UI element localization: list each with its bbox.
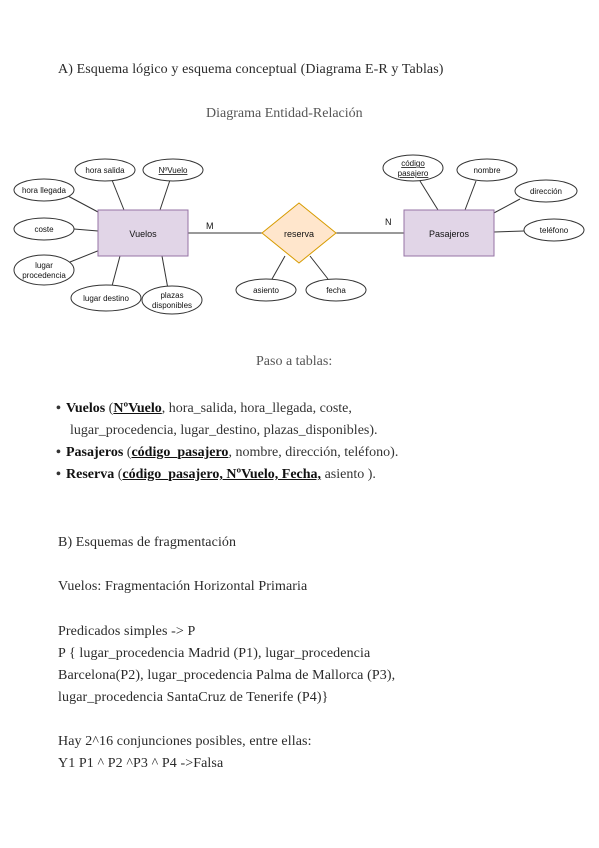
- attr-lugar-procedencia: [13, 254, 75, 286]
- cardinality-n: N: [385, 217, 392, 227]
- attr-nombre-label: nombre: [473, 166, 501, 175]
- table-pasajeros-name: Pasajeros: [66, 445, 124, 460]
- conjunctions-line-2: Y1 P1 ^ P2 ^P3 ^ P4 ->Falsa: [58, 756, 224, 771]
- bullet-icon: •: [56, 445, 61, 460]
- attr-plazas-label-2: disponibles: [152, 301, 192, 310]
- er-connectors: [67, 179, 525, 290]
- table-reserva-rest: asiento ).: [321, 467, 376, 482]
- attr-hora-llegada: [13, 178, 75, 202]
- conjunctions-line-1: Hay 2^16 conjunciones posibles, entre el…: [58, 734, 312, 749]
- attr-codigo-label-1: código: [401, 159, 425, 168]
- predicates-heading: Predicados simples -> P: [58, 624, 196, 639]
- attr-lugar-procedencia-label-2: procedencia: [22, 271, 66, 280]
- attr-fecha: [305, 278, 367, 302]
- attr-hora-salida: [74, 158, 136, 182]
- cardinality-m: M: [206, 221, 214, 231]
- attr-lugar-destino: [70, 284, 142, 312]
- table-vuelos: • Vuelos (NºVuelo, hora_salida, hora_lleg…: [56, 398, 576, 442]
- bullet-icon: •: [56, 467, 61, 482]
- relationship-reserva-label: reserva: [284, 229, 314, 239]
- attr-asiento-label: asiento: [253, 286, 279, 295]
- table-pasajeros-rest: , nombre, dirección, teléfono).: [228, 445, 399, 460]
- table-vuelos-key: NºVuelo: [113, 401, 162, 416]
- attr-nvuelo-label: NºVuelo: [159, 166, 188, 175]
- tables-list: •Vuelos (NºVuelo, hora_salida, hora_lleg…: [56, 398, 576, 486]
- predicates-line-3: lugar_procedencia SantaCruz de Tenerife …: [58, 690, 329, 705]
- table-reserva-key: código_pasajero, NºVuelo, Fecha,: [122, 467, 322, 482]
- attr-lugar-procedencia-label-1: lugar: [35, 261, 53, 270]
- attr-nvuelo: [142, 158, 204, 182]
- bullet-icon: •: [56, 401, 61, 416]
- attr-hora-salida-label: hora salida: [85, 166, 125, 175]
- attr-telefono-label: teléfono: [540, 226, 569, 235]
- table-reserva: • Reserva (código_pasajero, NºVuelo, Fech…: [56, 464, 576, 486]
- relationship-reserva: [261, 202, 337, 264]
- entity-vuelos-label: Vuelos: [129, 229, 157, 239]
- table-reserva-name: Reserva: [66, 467, 115, 482]
- attr-fecha-label: fecha: [326, 286, 346, 295]
- table-reserva-open: (: [114, 467, 123, 482]
- table-vuelos-rest-1: , hora_salida, hora_llegada, coste,: [161, 401, 352, 416]
- frag-heading: Vuelos: Fragmentación Horizontal Primari…: [58, 579, 308, 594]
- diagram-title: Diagrama Entidad-Relación: [206, 106, 363, 121]
- table-pasajeros-open: (: [123, 445, 132, 460]
- attr-plazas-disponibles: [141, 285, 203, 315]
- attr-telefono: [523, 218, 585, 242]
- entity-pasajeros: [403, 209, 495, 257]
- table-pasajeros: • Pasajeros (código_pasajero, nombre, dir…: [56, 442, 576, 464]
- attr-asiento: [235, 278, 297, 302]
- attr-plazas-label-1: plazas: [160, 291, 183, 300]
- predicates-line-1: P { lugar_procedencia Madrid (P1), lugar…: [58, 646, 371, 661]
- attr-hora-llegada-label: hora llegada: [22, 186, 67, 195]
- attr-direccion: [514, 179, 578, 203]
- table-pasajeros-key: código_pasajero: [131, 445, 229, 460]
- er-diagram: Vuelos Pasajeros reserva M N hora salida…: [13, 154, 585, 315]
- tables-heading: Paso a tablas:: [256, 354, 333, 369]
- entity-vuelos: [97, 209, 189, 257]
- attr-lugar-destino-label: lugar destino: [83, 294, 129, 303]
- entity-pasajeros-label: Pasajeros: [429, 229, 470, 239]
- section-b-title: B) Esquemas de fragmentación: [58, 535, 237, 550]
- predicates-line-2: Barcelona(P2), lugar_procedencia Palma d…: [58, 668, 396, 683]
- table-vuelos-open: (: [105, 401, 114, 416]
- table-vuelos-rest-2: lugar_procedencia, lugar_destino, plazas…: [70, 423, 378, 438]
- table-vuelos-name: Vuelos: [66, 401, 106, 416]
- attr-coste-label: coste: [34, 225, 54, 234]
- section-a-title: A) Esquema lógico y esquema conceptual (…: [58, 62, 444, 77]
- attr-codigo-label-2: pasajero: [398, 169, 429, 178]
- attr-nombre: [456, 158, 518, 182]
- attr-direccion-label: dirección: [530, 187, 562, 196]
- attr-codigo-pasajero: [382, 154, 444, 182]
- attr-coste: [13, 217, 75, 241]
